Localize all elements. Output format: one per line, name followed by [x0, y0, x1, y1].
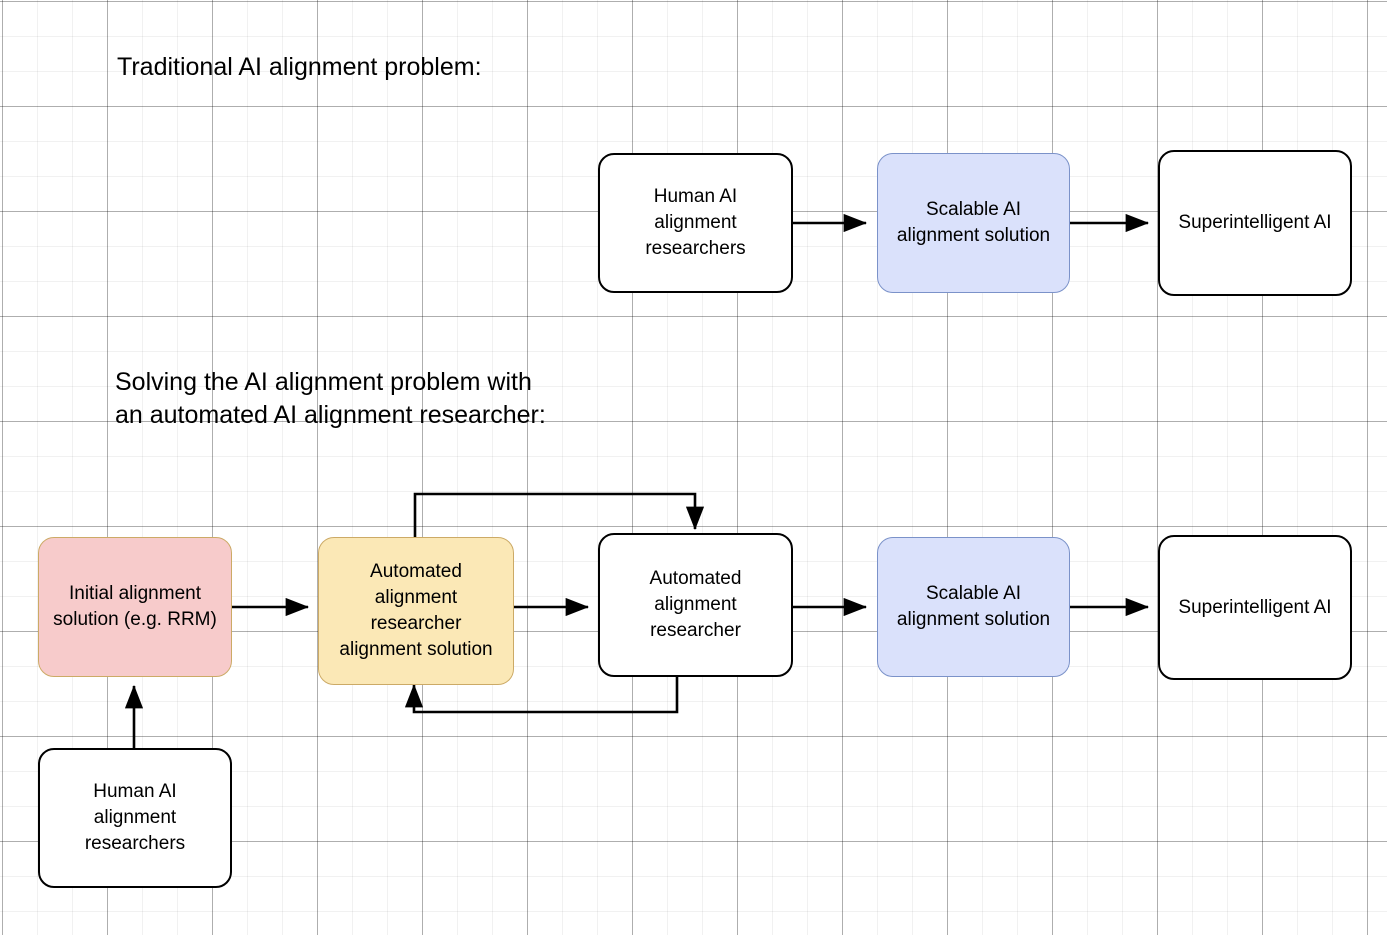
heading-automated-solution: Solving the AI alignment problem with an… [115, 368, 546, 429]
node-initial-alignment-solution[interactable]: Initial alignment solution (e.g. RRM) [38, 537, 232, 677]
node-scalable-ai-alignment-solution-top[interactable]: Scalable AI alignment solution [877, 153, 1070, 293]
edge-feedback-top-solution-to-researcher [413, 492, 705, 538]
heading-traditional-problem: Traditional AI alignment problem: [117, 53, 482, 81]
node-human-ai-alignment-researchers-bottom[interactable]: Human AI alignment researchers [38, 748, 232, 888]
node-human-ai-alignment-researchers-top[interactable]: Human AI alignment researchers [598, 153, 793, 293]
node-scalable-ai-alignment-solution-bottom[interactable]: Scalable AI alignment solution [877, 537, 1070, 677]
node-automated-alignment-researcher-solution[interactable]: Automated alignment researcher alignment… [318, 537, 514, 685]
node-superintelligent-ai-top[interactable]: Superintelligent AI [1158, 150, 1352, 296]
node-automated-alignment-researcher[interactable]: Automated alignment researcher [598, 533, 793, 677]
node-superintelligent-ai-bottom[interactable]: Superintelligent AI [1158, 535, 1352, 680]
